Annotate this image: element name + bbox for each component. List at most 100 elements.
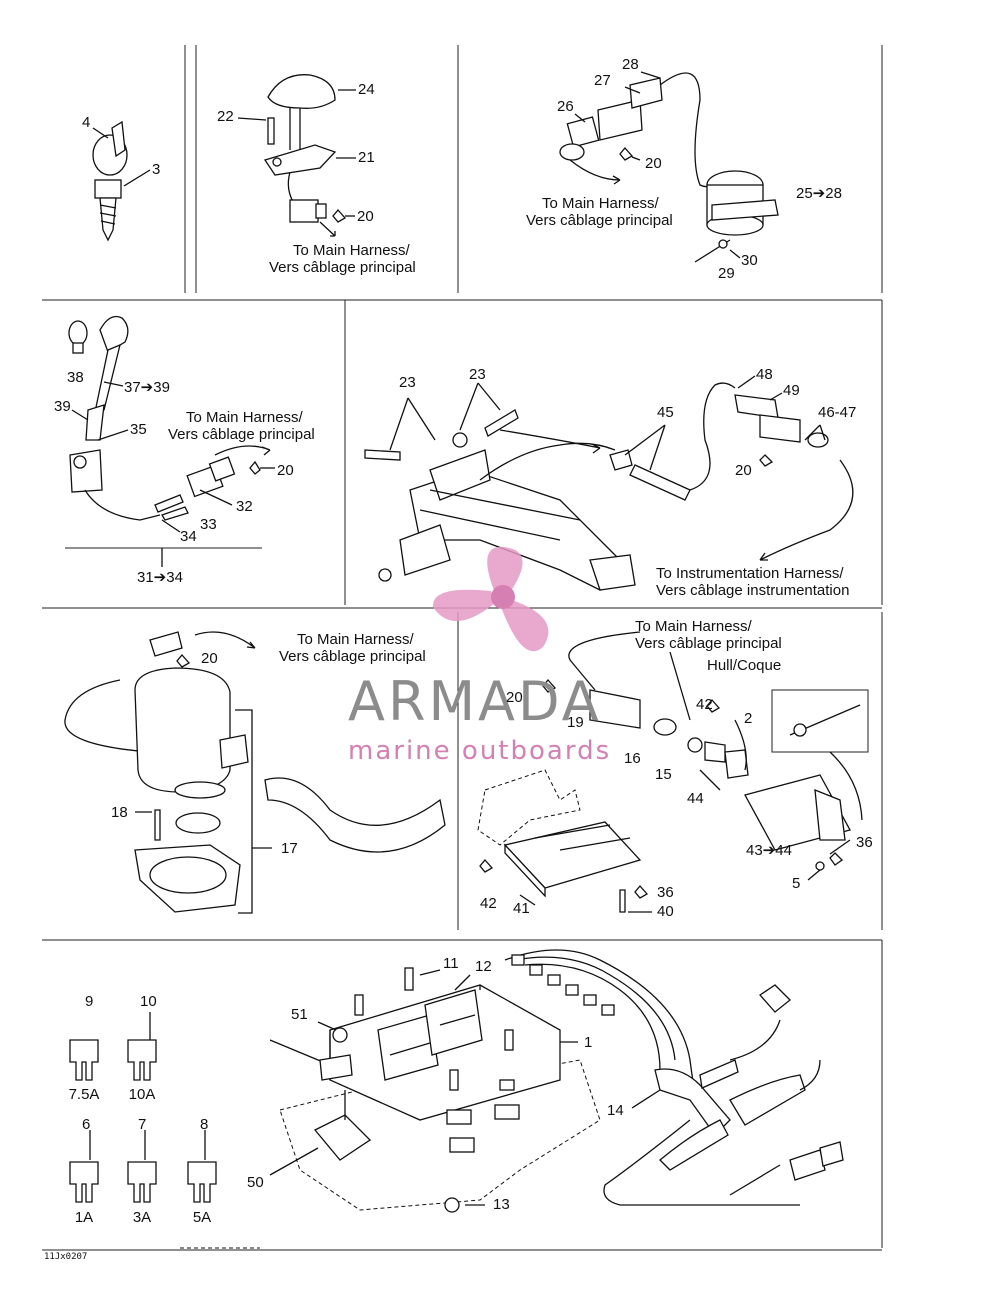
part-label-15: 15 — [655, 766, 672, 783]
note-main-harness-2: To Main Harness/ Vers câblage principal — [526, 195, 673, 229]
buzzer-assembly — [559, 71, 779, 263]
part-label-25-28: 25➔28 — [796, 185, 842, 202]
part-label-27: 27 — [594, 72, 611, 89]
note-main-harness-3: To Main Harness/ Vers câblage principal — [168, 409, 315, 443]
lamp-socket-assembly — [68, 315, 275, 567]
speed-sensor-assembly — [477, 631, 869, 913]
part-label-50: 50 — [247, 1174, 264, 1191]
armada-watermark-logo — [432, 546, 549, 652]
note-line-en: To Main Harness/ — [635, 618, 752, 635]
note-line-fr: Vers câblage instrumentation — [656, 582, 850, 599]
part-label-10: 10 — [140, 993, 157, 1010]
watermark-brand: ARMADA — [348, 670, 602, 733]
part-label-30: 30 — [741, 252, 758, 269]
harness-connectors — [511, 954, 615, 1016]
part-label-20: 20 — [201, 650, 218, 667]
part-label-32: 32 — [236, 498, 253, 515]
part-label-44: 44 — [687, 790, 704, 807]
part-label-38: 38 — [67, 369, 84, 386]
part-label-39: 39 — [54, 398, 71, 415]
part-label-40: 40 — [657, 903, 674, 920]
part-label-1: 1 — [584, 1034, 593, 1051]
part-label-8: 8 — [200, 1116, 209, 1133]
part-label-37-39: 37➔39 — [124, 379, 170, 396]
bilge-pump-assembly — [64, 631, 446, 914]
part-label-42: 42 — [480, 895, 497, 912]
part-label-3: 3 — [152, 161, 161, 178]
note-instrumentation-harness: To Instrumentation Harness/ Vers câblage… — [656, 565, 849, 599]
fuse-rating-9: 7.5A — [68, 1086, 100, 1103]
fuse-rating-7: 3A — [132, 1209, 152, 1226]
note-hull: Hull/Coque — [707, 657, 782, 674]
part-label-21: 21 — [358, 149, 375, 166]
part-label-6: 6 — [82, 1116, 91, 1133]
part-label-20: 20 — [277, 462, 294, 479]
part-label-9: 9 — [85, 993, 94, 1010]
part-label-11: 11 — [443, 955, 459, 972]
note-line-fr: Vers câblage principal — [279, 648, 426, 665]
part-label-36: 36 — [856, 834, 873, 851]
part-label-36: 36 — [657, 884, 674, 901]
part-label-42: 42 — [696, 696, 713, 713]
part-label-4: 4 — [82, 114, 91, 131]
part-label-7: 7 — [138, 1116, 147, 1133]
fuse-6 — [69, 1161, 99, 1203]
throttle-assembly — [364, 375, 854, 591]
fuse-box-and-harness — [269, 949, 844, 1213]
part-label-26: 26 — [557, 98, 574, 115]
note-main-harness-4: To Main Harness/ Vers câblage principal — [279, 631, 426, 665]
note-line-en: To Main Harness/ — [297, 631, 414, 648]
part-label-43-44: 43➔44 — [746, 842, 792, 859]
part-label-33: 33 — [200, 516, 217, 533]
part-label-20: 20 — [645, 155, 662, 172]
note-line-en: To Instrumentation Harness/ — [656, 565, 844, 582]
fuse-rating-6: 1A — [74, 1209, 94, 1226]
part-label-41: 41 — [513, 900, 530, 917]
part-label-45: 45 — [657, 404, 674, 421]
part-label-51: 51 — [291, 1006, 308, 1023]
fuse-9 — [69, 1039, 99, 1081]
part-label-23: 23 — [399, 374, 416, 391]
note-line-fr: Vers câblage principal — [526, 212, 673, 229]
part-label-28: 28 — [622, 56, 639, 73]
fuse-8 — [187, 1161, 217, 1203]
part-label-46-47: 46-47 — [818, 404, 857, 421]
part-label-14: 14 — [607, 1102, 624, 1119]
part-label-20: 20 — [506, 689, 523, 706]
part-label-24: 24 — [358, 81, 375, 98]
fuse-10 — [127, 1039, 157, 1081]
note-line-en: To Main Harness/ — [186, 409, 303, 426]
note-main-harness-5: To Main Harness/ Vers câblage principal — [635, 618, 782, 652]
fuse-7 — [127, 1161, 157, 1203]
part-label-49: 49 — [783, 382, 800, 399]
note-line-fr: Vers câblage principal — [168, 426, 315, 443]
part-label-22: 22 — [217, 108, 234, 125]
note-line-fr: Vers câblage principal — [635, 635, 782, 652]
part-label-34: 34 — [180, 528, 197, 545]
part-label-16: 16 — [624, 750, 641, 767]
note-main-harness-1: To Main Harness/ Vers câblage principal — [269, 242, 416, 276]
section-frames — [42, 45, 883, 1251]
clip-and-screw — [92, 120, 151, 242]
part-label-18: 18 — [111, 804, 128, 821]
watermark-tagline: marine outboards — [348, 736, 612, 766]
fuse-rating-8: 5A — [192, 1209, 212, 1226]
part-label-5: 5 — [792, 875, 801, 892]
part-label-13: 13 — [493, 1196, 510, 1213]
part-label-17: 17 — [281, 840, 298, 857]
part-label-48: 48 — [756, 366, 773, 383]
part-label-29: 29 — [718, 265, 735, 282]
part-label-2: 2 — [744, 710, 753, 727]
note-line-en: To Main Harness/ — [293, 242, 410, 259]
note-line-fr: Vers câblage principal — [269, 259, 416, 276]
part-label-23: 23 — [469, 366, 486, 383]
part-label-31-34: 31➔34 — [137, 569, 183, 586]
fuse-rating-10: 10A — [128, 1086, 156, 1103]
note-line-en: To Main Harness/ — [542, 195, 659, 212]
propeller-icon — [432, 546, 549, 652]
part-label-35: 35 — [130, 421, 147, 438]
part-label-20: 20 — [357, 208, 374, 225]
part-label-19: 19 — [567, 714, 584, 731]
